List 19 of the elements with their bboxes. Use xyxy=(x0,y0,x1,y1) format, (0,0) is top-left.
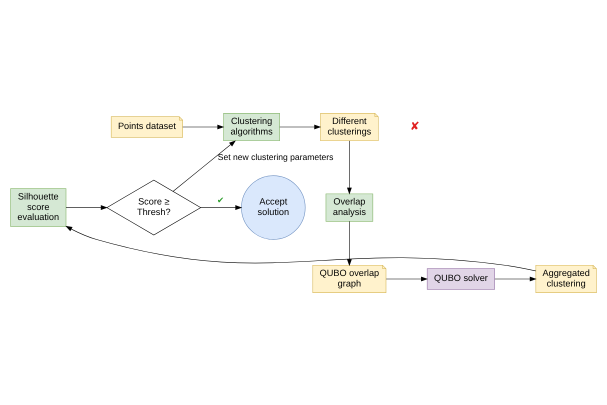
node-circle: Accept solution xyxy=(241,174,306,240)
node-box: Clustering algorithms xyxy=(223,112,280,141)
arrow xyxy=(279,124,322,129)
node-box: Silhouette score evaluation xyxy=(10,188,66,226)
edge-label: Set new clustering parameters xyxy=(218,152,334,162)
edge-label: ✔ xyxy=(217,194,226,204)
arrow xyxy=(494,276,537,281)
node-box: QUBO solver xyxy=(426,268,495,290)
arrow xyxy=(386,276,428,281)
arrow xyxy=(347,140,352,194)
label: ✘ xyxy=(410,120,420,132)
node-box: Overlap analysis xyxy=(326,193,374,222)
arrow xyxy=(172,140,236,192)
arrow xyxy=(182,124,224,129)
arrow xyxy=(200,204,242,210)
arrow xyxy=(347,220,352,266)
arrow xyxy=(66,204,108,210)
arrow xyxy=(65,225,536,271)
node-diamond: Score ≥ Thresh? xyxy=(106,179,202,235)
